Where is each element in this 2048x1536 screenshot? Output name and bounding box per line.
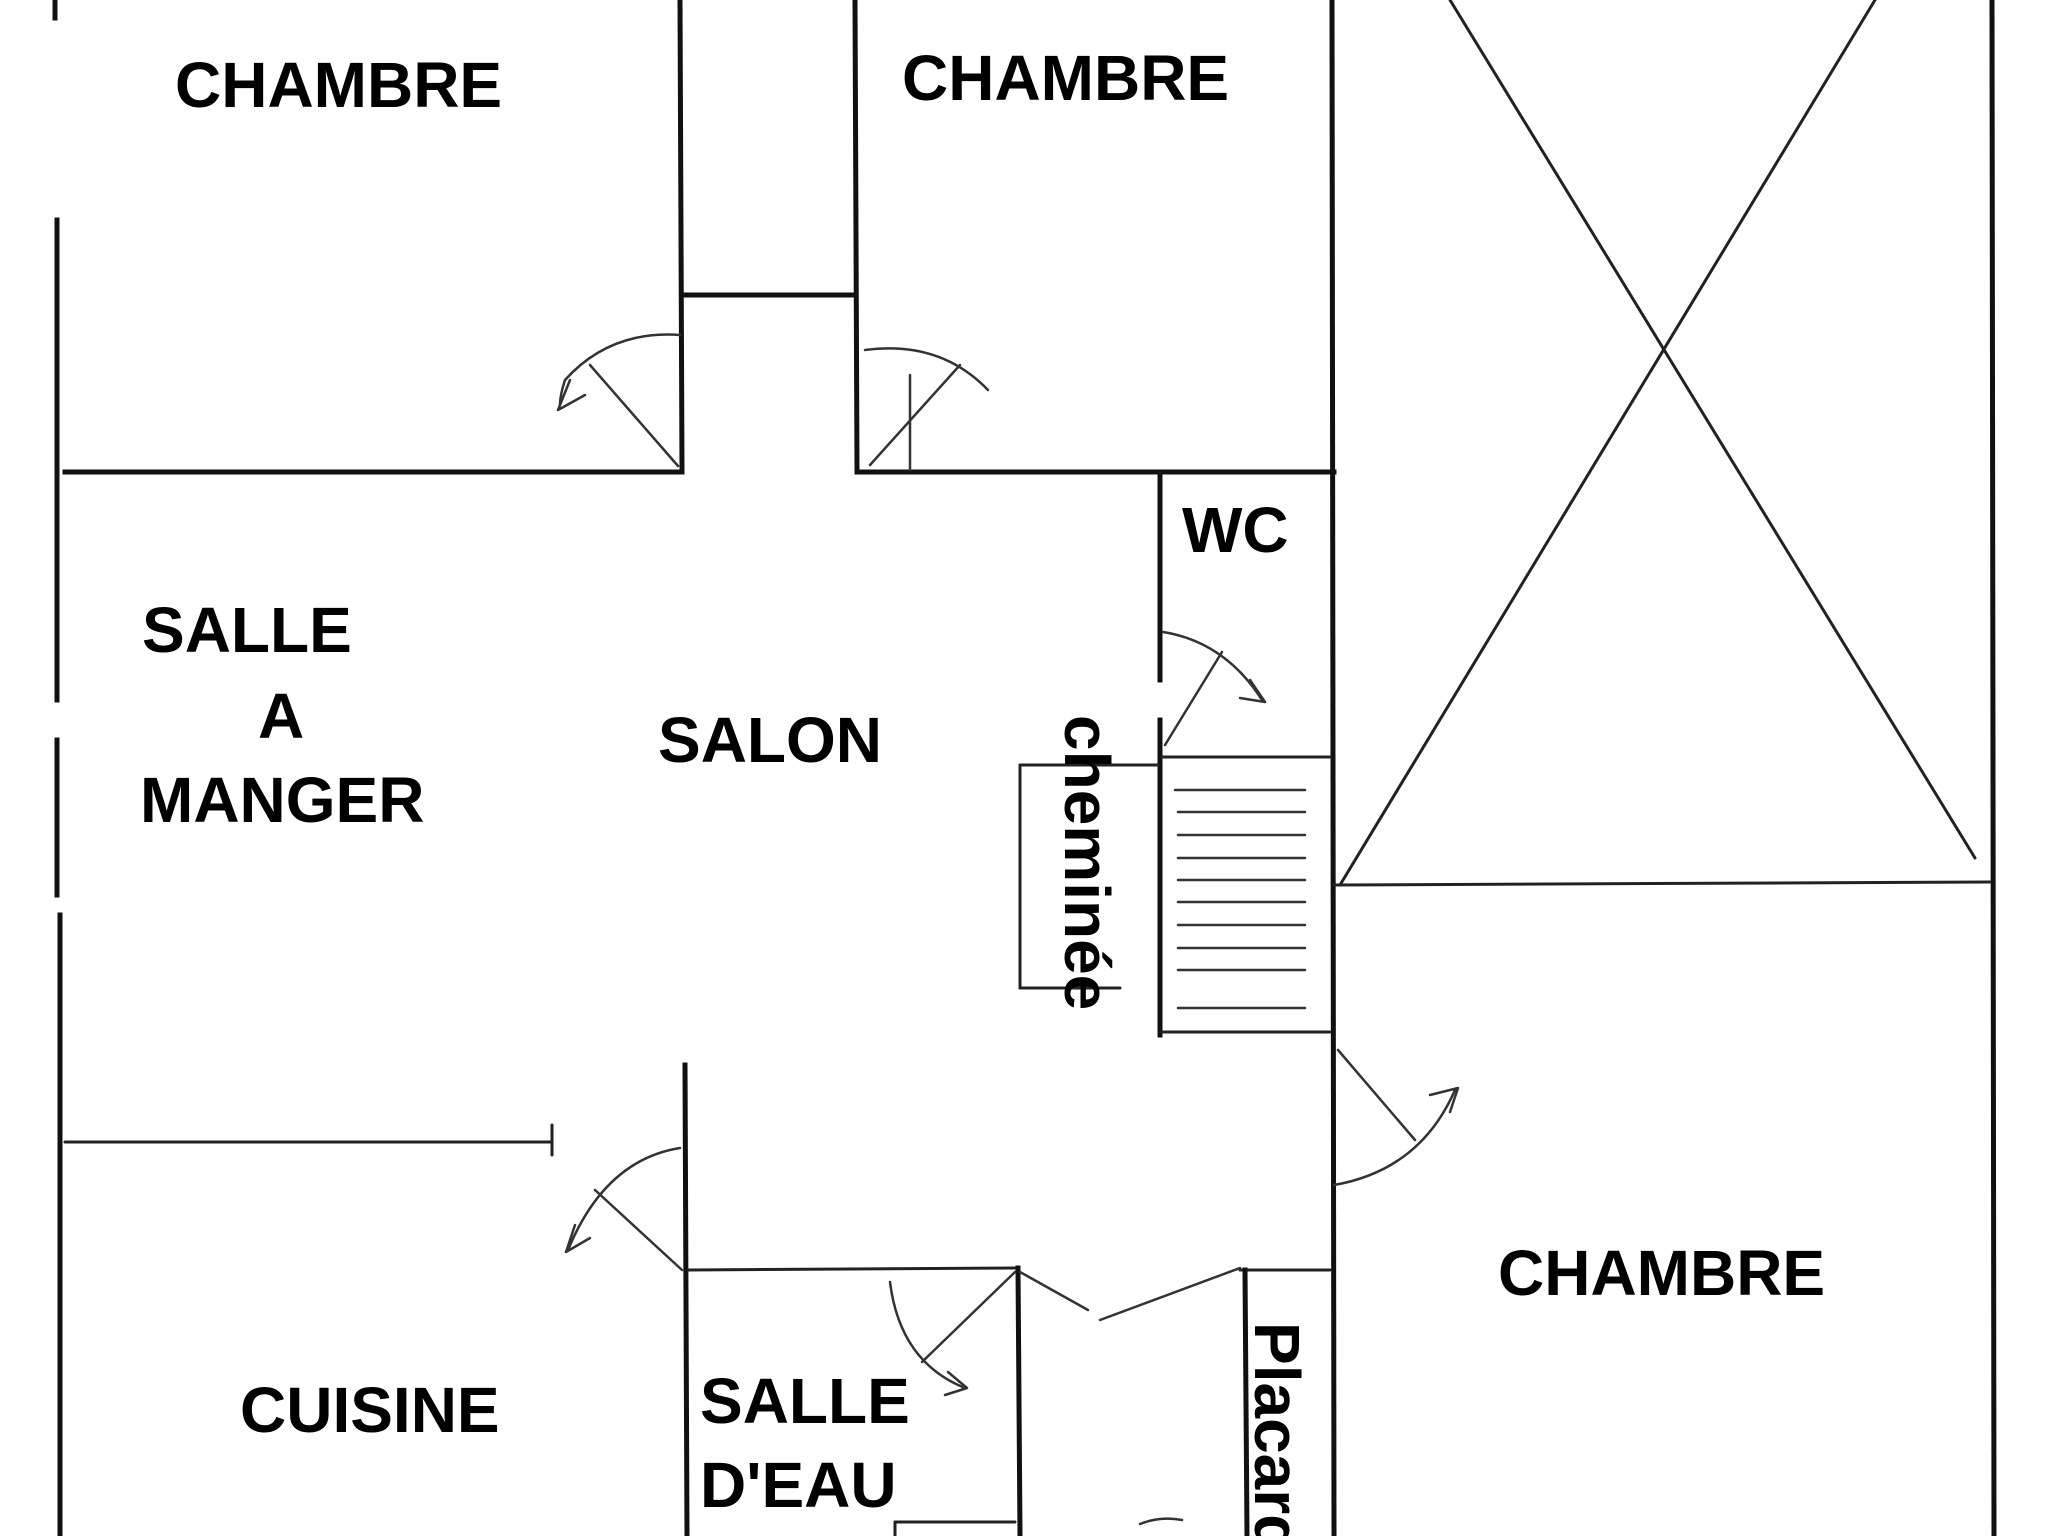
room-labels: CHAMBRE CHAMBRE WC SALLE A MANGER SALON … (140, 42, 1825, 1536)
label-placard: Placard (1241, 1322, 1313, 1536)
label-salon: SALON (658, 704, 882, 776)
interior-walls (62, 0, 1992, 1536)
void-cross (1338, 0, 1977, 887)
label-salle-a-manger-line2: A (258, 680, 304, 752)
label-wc: WC (1182, 494, 1289, 566)
staircase (1173, 788, 1307, 1010)
label-cuisine: CUISINE (240, 1374, 500, 1446)
label-chambre-right: CHAMBRE (1498, 1237, 1825, 1309)
label-cheminee: cheminée (1051, 715, 1123, 1010)
outer-walls (52, 0, 1997, 1536)
label-salle-d-eau-line2: D'EAU (700, 1449, 897, 1521)
door-swings (556, 333, 1460, 1526)
label-chambre-top-left: CHAMBRE (175, 49, 502, 121)
label-chambre-top-middle: CHAMBRE (902, 42, 1229, 114)
label-salle-a-manger-line3: MANGER (140, 764, 424, 836)
label-salle-a-manger-line1: SALLE (142, 594, 352, 666)
label-salle-d-eau-line1: SALLE (700, 1365, 910, 1437)
